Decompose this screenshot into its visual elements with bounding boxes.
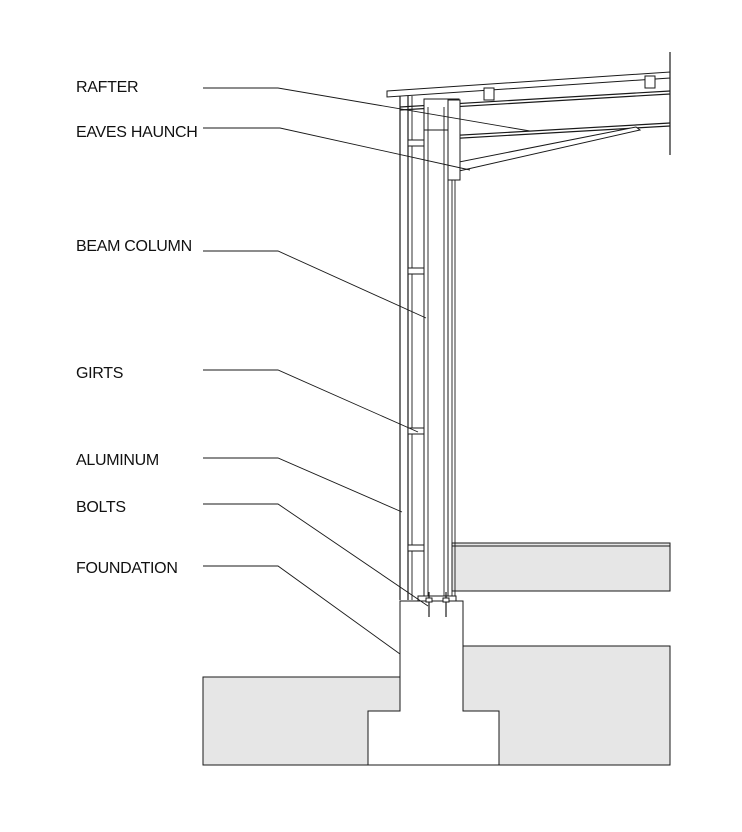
foundation-block (367, 600, 500, 766)
label-eaves-haunch: EAVES HAUNCH (76, 124, 197, 141)
label-girts: GIRTS (76, 365, 123, 382)
leader-eaves-haunch (203, 127, 471, 171)
leader-lines (203, 87, 531, 655)
label-bolts: BOLTS (76, 499, 126, 516)
leader-aluminum (203, 457, 403, 513)
base-plate-bolts (417, 592, 457, 617)
leader-girts (203, 369, 419, 433)
label-foundation: FOUNDATION (76, 560, 178, 577)
label-rafter: RAFTER (76, 79, 138, 96)
ground-left (202, 676, 401, 766)
leader-bolts (203, 503, 429, 607)
labels: RAFTER EAVES HAUNCH BEAM COLUMN GIRTS AL… (76, 79, 198, 577)
wall-cladding (399, 96, 413, 600)
girts-group (407, 139, 425, 552)
leader-foundation (203, 565, 401, 655)
floor-slab (451, 542, 671, 592)
leader-beam-column (203, 250, 427, 319)
label-beam-column: BEAM COLUMN (76, 238, 192, 255)
leader-rafter (203, 87, 531, 132)
label-aluminum: ALUMINUM (76, 452, 159, 469)
